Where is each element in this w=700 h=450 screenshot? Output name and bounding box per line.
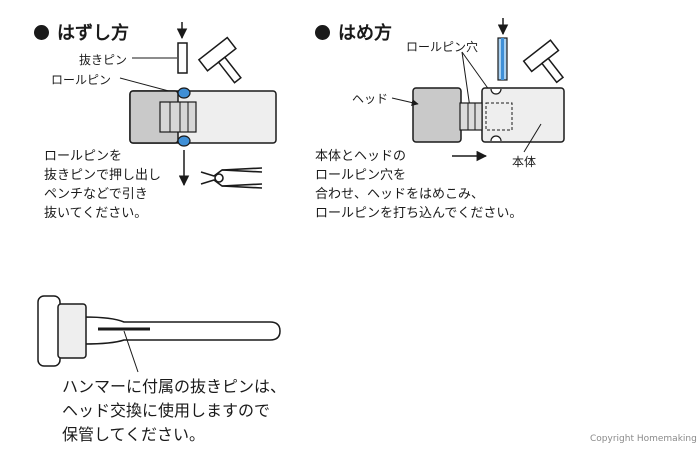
fitting-neck xyxy=(459,102,483,131)
pin-punch-label: 抜きピン xyxy=(79,53,128,67)
full-hammer-handle xyxy=(83,316,281,345)
hammer-icon xyxy=(197,36,242,84)
fitting-body xyxy=(481,87,565,143)
roll-pin-hole-top xyxy=(177,87,191,99)
storage-note-line: 保管してください。 xyxy=(62,425,206,444)
fitting-title: はめ方 xyxy=(338,23,392,44)
roll-pin-hole-bottom xyxy=(177,135,191,147)
removal-instruction-line: ロールピンを xyxy=(44,149,123,164)
removal-instruction-line: 抜きピンで押し出し xyxy=(44,168,162,183)
removal-heading: はずし方 xyxy=(34,19,129,45)
fitting-diagram xyxy=(391,18,565,162)
hammer-icon xyxy=(522,39,565,84)
fitting-socket xyxy=(485,102,513,131)
fitting-heading: はめ方 xyxy=(315,19,392,45)
pliers-icon xyxy=(200,167,263,189)
storage-note-line: ヘッド交換に使用しますので xyxy=(62,401,271,420)
pin-punch-shape xyxy=(177,42,188,74)
removal-instruction-line: ペンチなどで引き xyxy=(44,187,148,202)
body-label: 本体 xyxy=(512,155,537,169)
pin-hole-leader-2 xyxy=(461,51,493,95)
removal-neck xyxy=(159,101,197,133)
bullet-icon xyxy=(315,24,330,40)
roll-pin-hole-label: ロールピン穴 xyxy=(406,40,479,54)
storage-note-line: ハンマーに付属の抜きピンは、 xyxy=(62,377,287,396)
fitting-instruction-line: 合わせ、ヘッドをはめこみ、 xyxy=(315,187,485,202)
full-hammer-head xyxy=(57,303,87,359)
removal-title: はずし方 xyxy=(57,23,129,44)
fitting-instruction-line: ロールピン穴を xyxy=(315,168,407,183)
removal-instruction-line: 抜いてください。 xyxy=(44,206,148,221)
removal-hammer-assembly xyxy=(129,87,277,147)
roll-pin-label: ロールピン xyxy=(51,73,112,87)
removal-diagram xyxy=(119,22,277,189)
storage-diagram xyxy=(37,295,281,373)
full-hammer-head-rear xyxy=(37,295,61,367)
fitting-instruction-line: ロールピンを打ち込んでください。 xyxy=(315,206,523,221)
pin-hole-leader-1 xyxy=(461,51,471,109)
storage-note: ハンマーに付属の抜きピンは、 ヘッド交換に使用しますので 保管してください。 xyxy=(62,375,286,447)
body-leader xyxy=(523,123,542,153)
storage-leader xyxy=(123,330,139,373)
fitting-head xyxy=(412,87,462,143)
removal-instructions: ロールピンを 抜きピンで押し出し ペンチなどで引き 抜いてください。 xyxy=(44,147,161,223)
bullet-icon xyxy=(34,24,49,40)
fitting-instructions: 本体とヘッドの ロールピン穴を 合わせ、ヘッドをはめこみ、 ロールピンを打ち込ん… xyxy=(315,147,522,223)
head-leader xyxy=(391,97,419,106)
fitting-instruction-line: 本体とヘッドの xyxy=(315,149,407,164)
head-label: ヘッド xyxy=(352,92,389,106)
copyright: Copyright Homemaking xyxy=(590,434,697,444)
